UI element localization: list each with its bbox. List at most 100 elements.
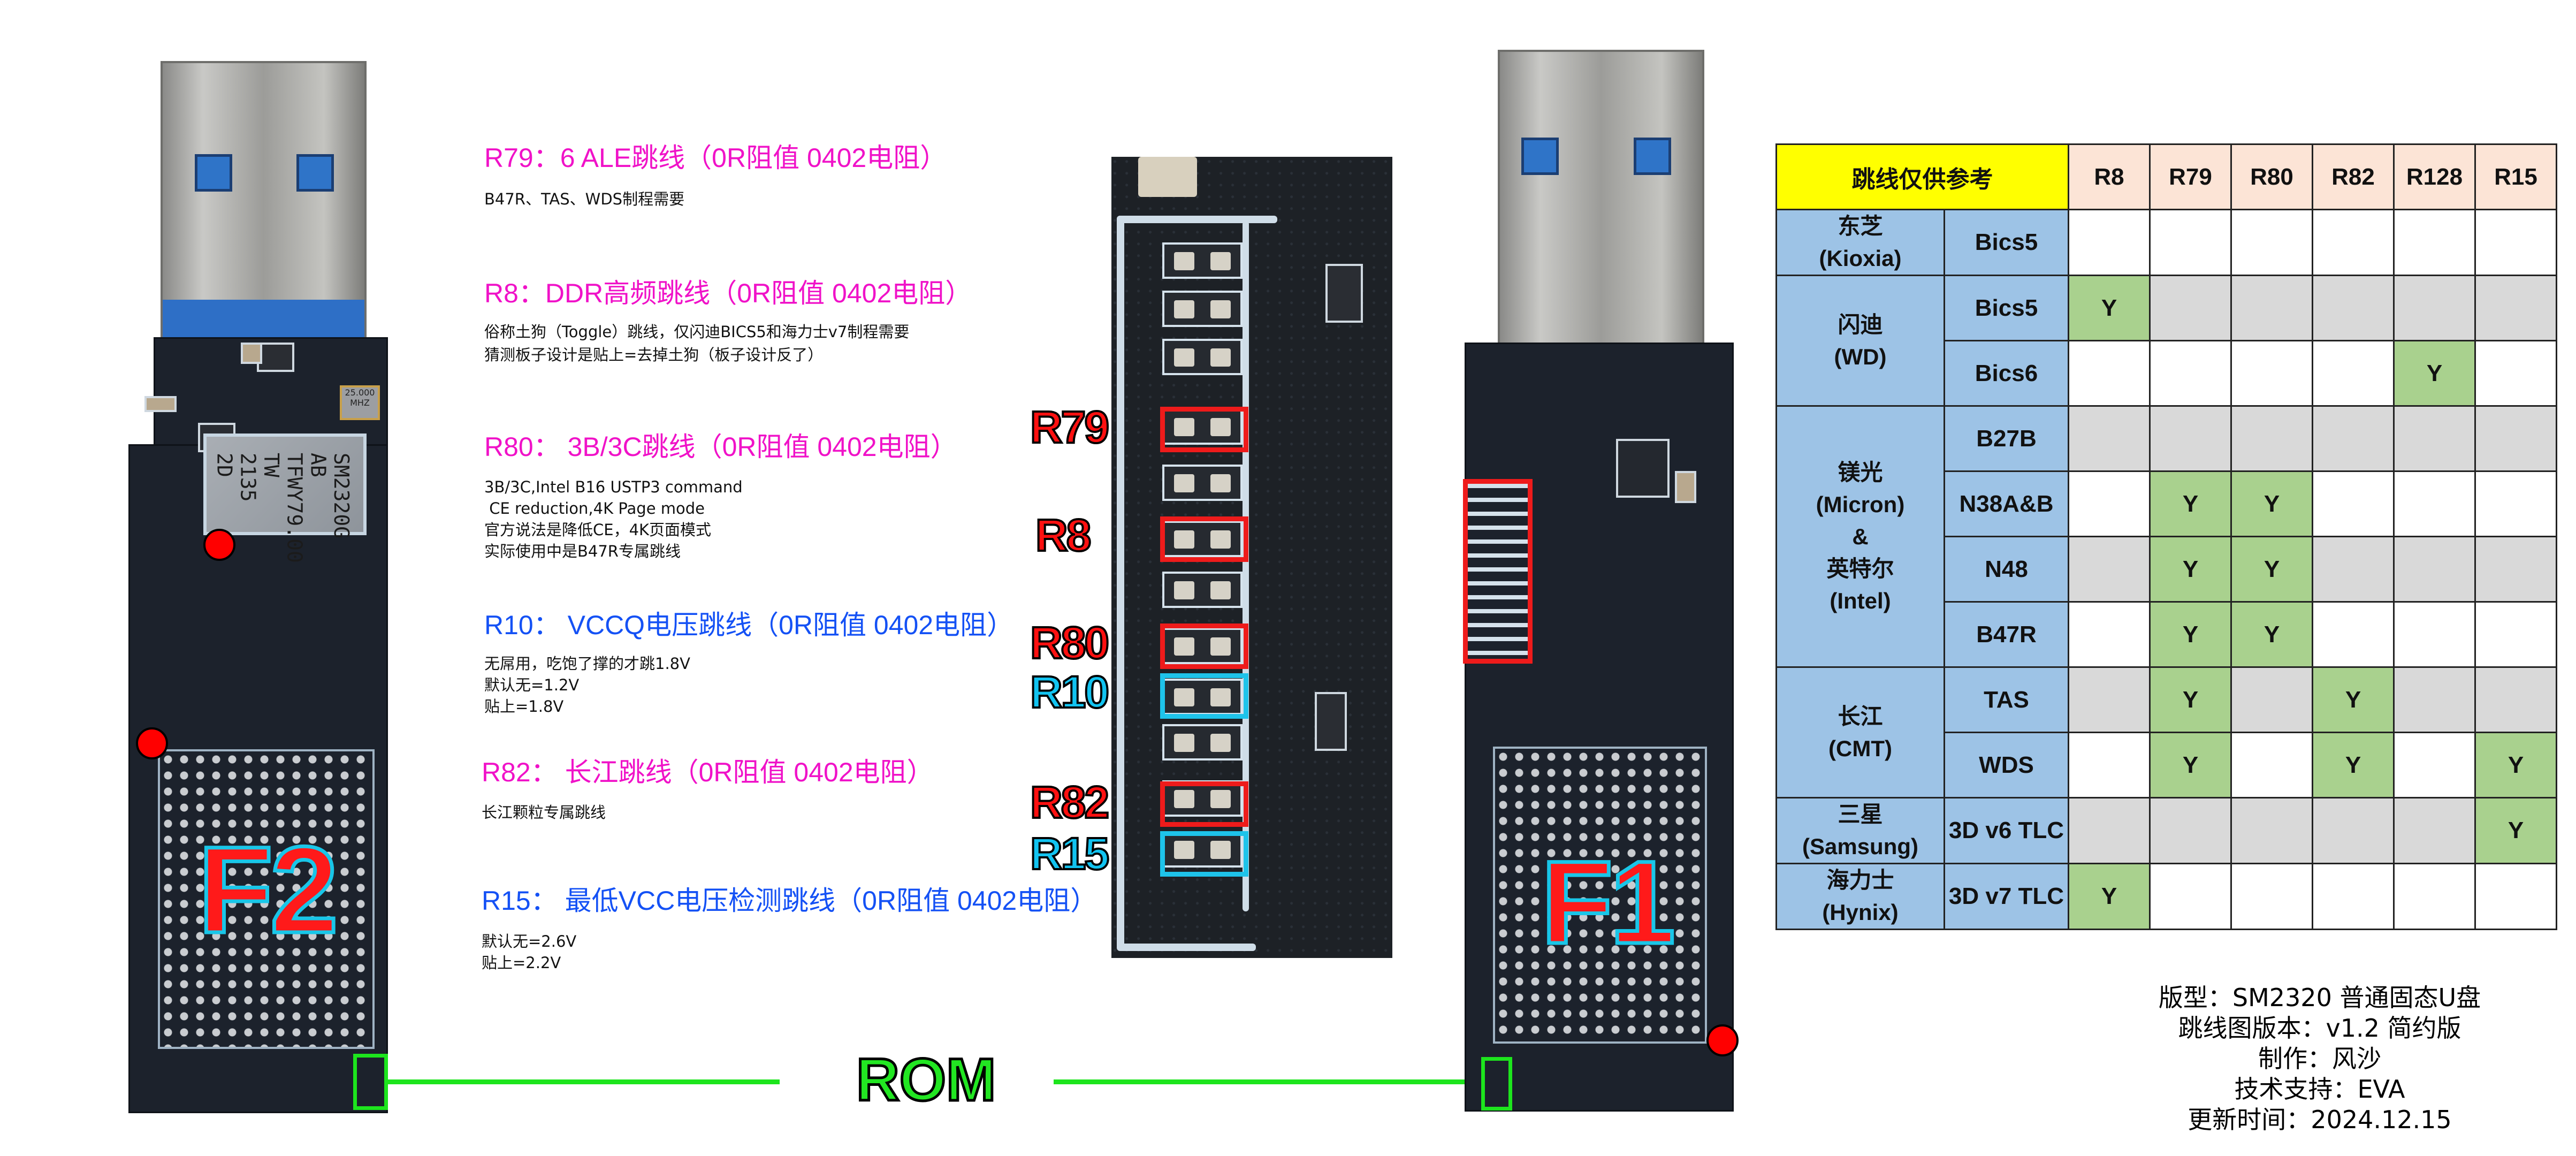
vendor-cell: 闪迪 (WD) (1775, 275, 1945, 407)
jumper-cell (2312, 797, 2395, 864)
photo-label-r10: R10 (1029, 666, 1110, 718)
jumper-cell (2230, 340, 2313, 407)
jumper-cell (2312, 863, 2395, 930)
jumper-cell (2068, 470, 2151, 537)
info-support: 技术支持：EVA (2234, 1075, 2405, 1104)
jumper-cell: Y (2149, 601, 2232, 668)
jumper-cell (2312, 405, 2395, 472)
column-header: R15 (2474, 143, 2557, 210)
rom-label: ROM (855, 1045, 997, 1115)
table-corner-title: 跳线仅供参考 (1775, 143, 2069, 210)
note-line: 猜测板子设计是贴上=去掉土狗（板子设计反了） (484, 346, 824, 364)
note-title-r79: R79：6 ALE跳线（0R阻值 0402电阻） (484, 143, 947, 173)
photo-label-r8: R8 (1034, 509, 1092, 561)
note-title-r80: R80： 3B/3C跳线（0R阻值 0402电阻） (484, 432, 957, 462)
note-line: 俗称土狗（Toggle）跳线，仅闪迪BICS5和海力士v7制程需要 (484, 323, 910, 341)
jumper-cell (2312, 601, 2395, 668)
jumper-cell (2149, 405, 2232, 472)
note-line: B47R、TAS、WDS制程需要 (484, 190, 685, 208)
jumper-box-r8 (1160, 516, 1248, 562)
jumper-cell (2312, 275, 2395, 341)
vendor-cell: 镁光 (Micron) & 英特尔 (Intel) (1775, 405, 1945, 668)
note-line: 长江颗粒专属跳线 (482, 803, 606, 822)
marker-dot (1706, 1024, 1739, 1056)
jumper-cell (2474, 405, 2557, 472)
info-board-type: 版型：SM2320 普通固态U盘 (2158, 983, 2481, 1012)
note-line: 贴上=2.2V (482, 954, 561, 972)
jumper-cell (2068, 732, 2151, 798)
jumper-cell (2149, 340, 2232, 407)
rom-pad-box (1481, 1057, 1512, 1111)
photo-label-r79: R79 (1029, 401, 1110, 453)
nand-bga-footprint (158, 749, 375, 1049)
note-title-r10: R10： VCCQ电压跳线（0R阻值 0402电阻） (484, 610, 1014, 640)
rom-pad-box (353, 1054, 388, 1110)
jumper-cell (2312, 536, 2395, 603)
note-line: 默认无=1.2V (484, 676, 580, 694)
photo-label-r80: R80 (1029, 617, 1110, 669)
chip-text: SM2320G AB (306, 453, 353, 539)
jumper-cell (2393, 209, 2476, 276)
note-line: 默认无=2.6V (482, 932, 577, 950)
photo-label-r82: R82 (1029, 776, 1110, 828)
jumper-box-r80 (1160, 623, 1248, 669)
jumper-cell: Y (2149, 732, 2232, 798)
jumper-cell: Y (2149, 470, 2232, 537)
jumper-area-box (1463, 479, 1533, 664)
chip-text: 2135 (236, 453, 260, 502)
board-label-f2: F2 (196, 819, 340, 961)
jumper-cell (2068, 666, 2151, 733)
note-line: CE reduction,4K Page mode (484, 499, 705, 518)
jumper-cell (2474, 666, 2557, 733)
note-line: 贴上=1.8V (484, 697, 564, 716)
usb-connector (1498, 50, 1704, 349)
model-cell: 3D v7 TLC (1944, 863, 2069, 930)
model-cell: B27B (1944, 405, 2069, 472)
jumper-cell (2474, 209, 2557, 276)
jumper-cell (2230, 275, 2313, 341)
column-header: R79 (2149, 143, 2232, 210)
model-cell: Bics5 (1944, 275, 2069, 341)
jumper-cell (2068, 601, 2151, 668)
note-title-r8: R8：DDR高频跳线（0R阻值 0402电阻） (484, 278, 972, 308)
vendor-cell: 长江 (CMT) (1775, 666, 1945, 798)
jumper-cell (2393, 863, 2476, 930)
model-cell: N38A&B (1944, 470, 2069, 537)
jumper-cell (2474, 340, 2557, 407)
model-cell: 3D v6 TLC (1944, 797, 2069, 864)
column-header: R82 (2312, 143, 2395, 210)
jumper-closeup-photo (1111, 157, 1392, 958)
jumper-cell (2474, 863, 2557, 930)
note-title-r82: R82： 长江跳线（0R阻值 0402电阻） (482, 757, 934, 787)
jumper-cell (2474, 470, 2557, 537)
info-updated: 更新时间：2024.12.15 (2188, 1105, 2452, 1134)
info-author: 制作：风沙 (2258, 1044, 2381, 1073)
jumper-cell: Y (2068, 863, 2151, 930)
jumper-cell: Y (2068, 275, 2151, 341)
model-cell: Bics6 (1944, 340, 2069, 407)
model-cell: TAS (1944, 666, 2069, 733)
model-cell: Bics5 (1944, 209, 2069, 276)
jumper-cell (2393, 536, 2476, 603)
rom-connector-line (388, 1079, 780, 1084)
vendor-cell: 东芝 (Kioxia) (1775, 209, 1945, 276)
marker-dot (136, 727, 168, 759)
note-line: 无屌用，吃饱了撑的才跳1.8V (484, 655, 690, 673)
jumper-cell: Y (2149, 666, 2232, 733)
jumper-cell: Y (2230, 601, 2313, 668)
column-header: R128 (2393, 143, 2476, 210)
jumper-cell (2393, 275, 2476, 341)
rom-connector-line (1054, 1079, 1498, 1084)
jumper-cell (2149, 209, 2232, 276)
jumper-cell (2474, 275, 2557, 341)
jumper-cell (2474, 536, 2557, 603)
jumper-cell (2230, 797, 2313, 864)
crystal-oscillator: 25.000 MHZ (340, 385, 380, 420)
jumper-cell (2230, 732, 2313, 798)
